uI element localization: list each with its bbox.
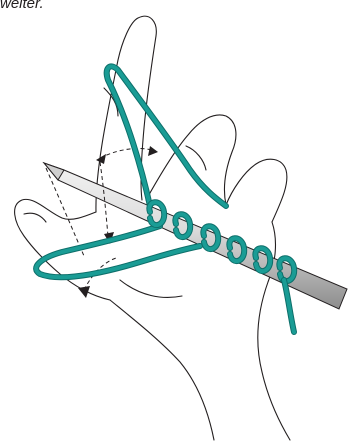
yarn-strand bbox=[36, 66, 294, 332]
